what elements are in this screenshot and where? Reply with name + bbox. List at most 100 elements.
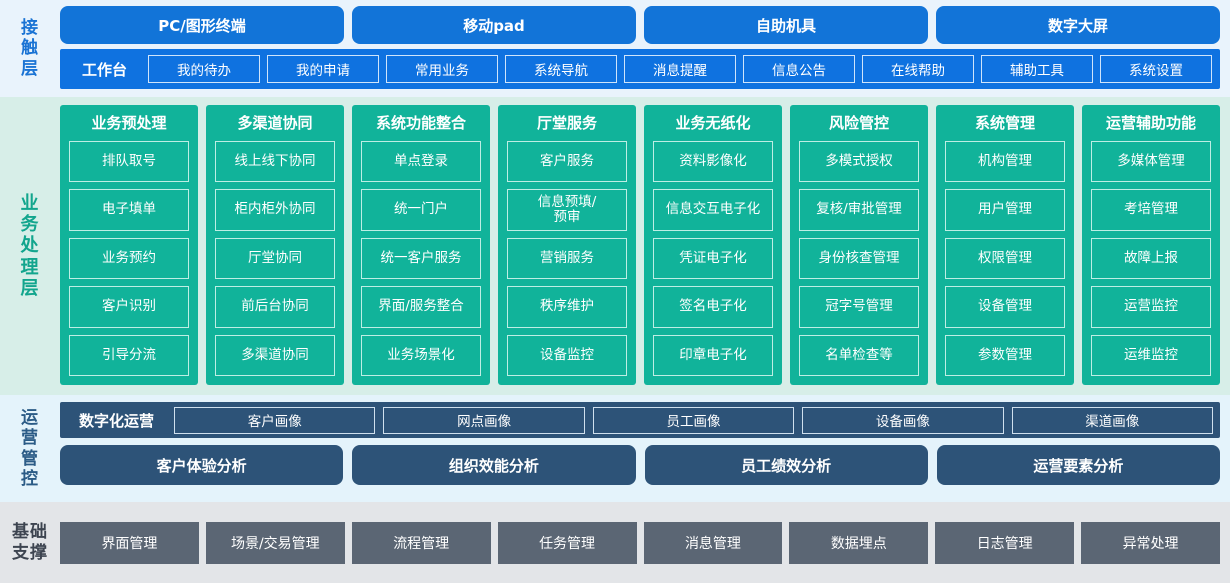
- workbench-item-settings[interactable]: 系统设置: [1100, 55, 1213, 83]
- analysis-organization-efficiency[interactable]: 组织效能分析: [352, 445, 636, 485]
- biz-item[interactable]: 运营监控: [1091, 286, 1211, 328]
- analysis-operation-elements[interactable]: 运营要素分析: [936, 445, 1220, 485]
- biz-item[interactable]: 设备监控: [507, 334, 627, 377]
- workbench-item-online-help[interactable]: 在线帮助: [862, 55, 975, 83]
- foundation-item-ui-management[interactable]: 界面管理: [60, 521, 199, 564]
- column-items: 机构管理 用户管理 权限管理 设备管理 参数管理: [945, 141, 1065, 377]
- layer-operations-label-char: 运: [21, 408, 39, 429]
- portrait-channel[interactable]: 渠道画像: [1011, 406, 1213, 434]
- biz-item[interactable]: 柜内柜外协同: [215, 189, 335, 231]
- foundation-item-exception-handling[interactable]: 异常处理: [1081, 521, 1220, 564]
- foundation-item-message-management[interactable]: 消息管理: [643, 521, 783, 564]
- column-items: 多媒体管理 考培管理 故障上报 运营监控 运维监控: [1091, 141, 1211, 377]
- analysis-row: 客户体验分析 组织效能分析 员工绩效分析 运营要素分析: [60, 445, 1220, 485]
- column-title: 业务预处理: [91, 114, 167, 132]
- foundation-item-process-management[interactable]: 流程管理: [351, 521, 491, 564]
- column-title: 厅堂服务: [536, 114, 597, 132]
- biz-item[interactable]: 排队取号: [69, 141, 189, 183]
- layer-contact-body: PC/图形终端 移动pad 自助机具 数字大屏 工作台 我的待办 我的申请 常用…: [60, 0, 1230, 97]
- biz-item[interactable]: 厅堂协同: [215, 237, 335, 280]
- workbench-item-common-business[interactable]: 常用业务: [386, 55, 499, 83]
- analysis-employee-performance[interactable]: 员工绩效分析: [644, 445, 928, 485]
- layer-operations-label-char: 管: [21, 448, 39, 469]
- workbench-item-navigation[interactable]: 系统导航: [505, 55, 618, 83]
- biz-item[interactable]: 多模式授权: [799, 141, 919, 183]
- workbench-item-tools[interactable]: 辅助工具: [981, 55, 1094, 83]
- workbench-item-application[interactable]: 我的申请: [267, 55, 380, 83]
- layer-business-label-char: 理: [20, 256, 40, 278]
- channel-pc[interactable]: PC/图形终端: [60, 6, 344, 44]
- column-items: 客户服务 信息预填/ 预审 营销服务 秩序维护 设备监控: [507, 141, 627, 377]
- layer-contact: 接 触 层 PC/图形终端 移动pad 自助机具 数字大屏 工作台 我的待办 我…: [0, 0, 1230, 97]
- business-column-paperless: 业务无纸化 资料影像化 信息交互电子化 凭证电子化 签名电子化 印章电子化: [644, 105, 782, 385]
- layer-operations-label-char: 控: [21, 468, 39, 489]
- column-title: 业务无纸化: [675, 114, 751, 132]
- column-items: 多模式授权 复核/审批管理 身份核查管理 冠字号管理 名单检查等: [799, 141, 919, 377]
- portrait-customer[interactable]: 客户画像: [174, 406, 376, 434]
- analysis-customer-experience[interactable]: 客户体验分析: [60, 445, 344, 485]
- biz-item[interactable]: 用户管理: [945, 189, 1065, 231]
- foundation-item-scene-transaction-management[interactable]: 场景/交易管理: [205, 521, 345, 564]
- workbench-bar: 工作台 我的待办 我的申请 常用业务 系统导航 消息提醒 信息公告 在线帮助 辅…: [60, 49, 1220, 89]
- portrait-device[interactable]: 设备画像: [802, 406, 1004, 434]
- layer-foundation-support: 基础 支撑 界面管理 场景/交易管理 流程管理 任务管理 消息管理 数据埋点 日…: [0, 502, 1230, 583]
- biz-item[interactable]: 名单检查等: [799, 334, 919, 377]
- biz-item[interactable]: 冠字号管理: [799, 286, 919, 328]
- biz-item[interactable]: 业务预约: [69, 237, 189, 280]
- foundation-item-data-tracking[interactable]: 数据埋点: [789, 521, 929, 564]
- column-title: 系统功能整合: [375, 114, 466, 132]
- biz-item[interactable]: 客户服务: [507, 141, 627, 183]
- biz-item[interactable]: 前后台协同: [215, 286, 335, 328]
- biz-item[interactable]: 秩序维护: [507, 286, 627, 328]
- biz-item[interactable]: 业务场景化: [361, 334, 481, 377]
- biz-item[interactable]: 统一客户服务: [361, 237, 481, 280]
- biz-item[interactable]: 线上线下协同: [215, 141, 335, 183]
- biz-item[interactable]: 多媒体管理: [1091, 141, 1211, 183]
- layer-contact-label-char: 层: [21, 58, 39, 79]
- business-column-risk-control: 风险管控 多模式授权 复核/审批管理 身份核查管理 冠字号管理 名单检查等: [790, 105, 928, 385]
- channel-mobile-pad[interactable]: 移动pad: [352, 6, 636, 44]
- layer-business-label-char: 处: [20, 235, 40, 257]
- biz-item[interactable]: 考培管理: [1091, 189, 1211, 231]
- portrait-branch[interactable]: 网点画像: [383, 406, 585, 434]
- biz-item[interactable]: 权限管理: [945, 237, 1065, 280]
- biz-item[interactable]: 单点登录: [361, 141, 481, 183]
- biz-item[interactable]: 凭证电子化: [653, 237, 773, 280]
- layer-contact-label-char: 接: [21, 18, 39, 39]
- channel-self-service[interactable]: 自助机具: [644, 6, 928, 44]
- workbench-item-message-alert[interactable]: 消息提醒: [624, 55, 737, 83]
- column-title: 系统管理: [974, 114, 1035, 132]
- biz-item[interactable]: 身份核查管理: [799, 237, 919, 280]
- layer-foundation-support-body: 界面管理 场景/交易管理 流程管理 任务管理 消息管理 数据埋点 日志管理 异常…: [60, 502, 1230, 583]
- workbench-item-todo[interactable]: 我的待办: [148, 55, 261, 83]
- biz-item[interactable]: 信息预填/ 预审: [507, 189, 627, 231]
- biz-item[interactable]: 界面/服务整合: [361, 286, 481, 328]
- biz-item[interactable]: 印章电子化: [653, 334, 773, 377]
- biz-item[interactable]: 信息交互电子化: [653, 189, 773, 231]
- foundation-item-task-management[interactable]: 任务管理: [497, 521, 637, 564]
- layer-business-label-char: 层: [20, 277, 40, 299]
- foundation-item-log-management[interactable]: 日志管理: [935, 521, 1075, 564]
- layer-operations-control-label: 运 营 管 控: [0, 395, 60, 502]
- workbench-title: 工作台: [82, 60, 128, 79]
- biz-item[interactable]: 签名电子化: [653, 286, 773, 328]
- layer-business-label-char: 业: [20, 192, 40, 214]
- biz-item[interactable]: 故障上报: [1091, 237, 1211, 280]
- biz-item[interactable]: 客户识别: [69, 286, 189, 328]
- biz-item[interactable]: 统一门户: [361, 189, 481, 231]
- channel-digital-screen[interactable]: 数字大屏: [936, 6, 1220, 44]
- biz-item[interactable]: 多渠道协同: [215, 334, 335, 377]
- biz-item[interactable]: 参数管理: [945, 334, 1065, 377]
- biz-item[interactable]: 机构管理: [945, 141, 1065, 183]
- biz-item[interactable]: 资料影像化: [653, 141, 773, 183]
- biz-item[interactable]: 复核/审批管理: [799, 189, 919, 231]
- portrait-employee[interactable]: 员工画像: [592, 406, 795, 434]
- biz-item[interactable]: 引导分流: [69, 334, 189, 377]
- workbench-item-announcement[interactable]: 信息公告: [743, 55, 856, 83]
- biz-item[interactable]: 营销服务: [507, 237, 627, 280]
- biz-item[interactable]: 设备管理: [945, 286, 1065, 328]
- layer-contact-label-char: 触: [21, 38, 39, 59]
- biz-item[interactable]: 运维监控: [1091, 334, 1211, 377]
- biz-item[interactable]: 电子填单: [69, 189, 189, 231]
